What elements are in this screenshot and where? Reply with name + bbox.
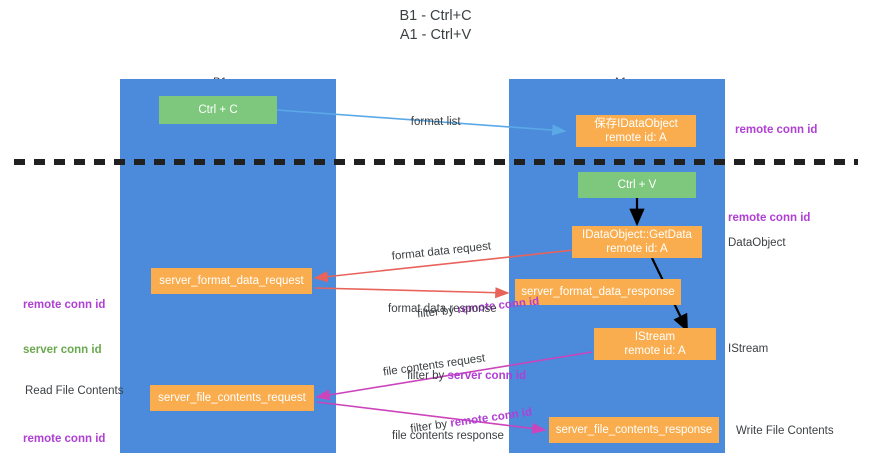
node-server-format-data-request[interactable]: server_format_data_request [151, 268, 312, 294]
node-ctrl-c[interactable]: Ctrl + C [159, 96, 277, 124]
node-idataobject-getdata[interactable]: IDataObject::GetData remote id: A [572, 226, 702, 258]
edge-label-format-data-request-line1: format data request [391, 240, 492, 263]
annotation-write-file-contents: Write File Contents [736, 425, 834, 437]
annotation-dataobject: DataObject [728, 237, 786, 249]
edge-label-file-contents-response-line1: file contents response [392, 430, 504, 442]
page-title: B1 - Ctrl+C A1 - Ctrl+V [399, 8, 472, 43]
node-ctrl-v[interactable]: Ctrl + V [578, 172, 696, 198]
filter-prefix: filter by [407, 370, 448, 382]
annotation-remote-conn-id-mid: remote conn id [728, 212, 811, 224]
node-save-idataobject[interactable]: 保存IDataObject remote id: A [576, 115, 696, 147]
annotation-remote-conn-id: remote conn id [23, 299, 106, 311]
edge-label-file-contents-response: file contents response filter by server … [392, 399, 516, 467]
node-server-format-data-response[interactable]: server_format_data_response [515, 279, 681, 305]
annotation-server-conn-id: server conn id [23, 344, 102, 356]
node-istream[interactable]: IStream remote id: A [594, 328, 716, 360]
node-server-file-contents-request[interactable]: server_file_contents_request [150, 385, 314, 411]
edge-label-format-data-response-line1: format data response [388, 303, 497, 315]
annotation-remote-conn-id-top: remote conn id [735, 124, 818, 136]
annotation-conn-ids-mid: remote conn id server conn id [23, 268, 105, 388]
edge-label-format-data-response: format data response filter by server co… [388, 272, 526, 429]
edge-label-format-data-response-line2: filter by server conn id [388, 354, 526, 399]
annotation-read-file-contents: Read File Contents [25, 385, 124, 397]
filter-key-server-conn-id: server conn id [447, 370, 527, 382]
edge-label-format-list: format list [398, 100, 461, 145]
annotation-istream: IStream [728, 343, 769, 355]
annotation-conn-ids-bottom: remote conn id server conn id [23, 402, 105, 467]
annotation-remote-conn-id: remote conn id [23, 433, 106, 445]
edge-label-file-contents-request-line1: file contents request [382, 352, 486, 379]
node-server-file-contents-response[interactable]: server_file_contents_response [549, 417, 719, 443]
edge-label-format-list-text: format list [410, 116, 461, 128]
